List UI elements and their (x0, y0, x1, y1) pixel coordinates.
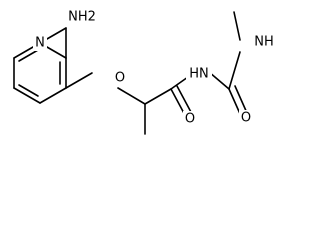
svg-text:O: O (115, 71, 125, 86)
bond-c3-o (65, 72, 93, 89)
svg-text:HN: HN (189, 67, 209, 82)
double-bond-n1-c6 (18, 49, 39, 62)
bond-c4-c3 (39, 87, 67, 104)
atom-label-amide-nh: HN (186, 66, 212, 82)
bond-nh-methyl (233, 11, 241, 41)
atom-label-methyl-nh: NH (251, 34, 277, 50)
bond-c5-c4 (13, 87, 41, 104)
bond-o-ch (117, 87, 146, 105)
svg-text:N: N (35, 36, 45, 51)
atom-label-urea-carbonyl-o: O (239, 110, 253, 126)
svg-text:NH2: NH2 (68, 10, 96, 25)
bond-urea-c-o-double (234, 85, 248, 114)
svg-text:O: O (185, 112, 195, 127)
atom-label-ether-o: O (113, 70, 127, 86)
svg-text:O: O (241, 111, 251, 126)
bond-carbonyl-o-double (176, 85, 193, 115)
molecule-structure: NH2 N O HN O O NH (13, 8, 277, 135)
svg-text:NH: NH (254, 35, 274, 50)
bond-carbonyl-nh (170, 76, 189, 90)
double-bond-c5-c4 (18, 84, 39, 97)
bond-ch-carbonyl (144, 88, 172, 105)
bond-nh-urea-c (208, 71, 230, 90)
atom-label-nh2: NH2 (67, 8, 96, 26)
bond-urea-c-nh (228, 51, 241, 90)
atom-label-amide-carbonyl-o: O (183, 111, 197, 127)
atom-label-ring-n: N (33, 35, 47, 51)
